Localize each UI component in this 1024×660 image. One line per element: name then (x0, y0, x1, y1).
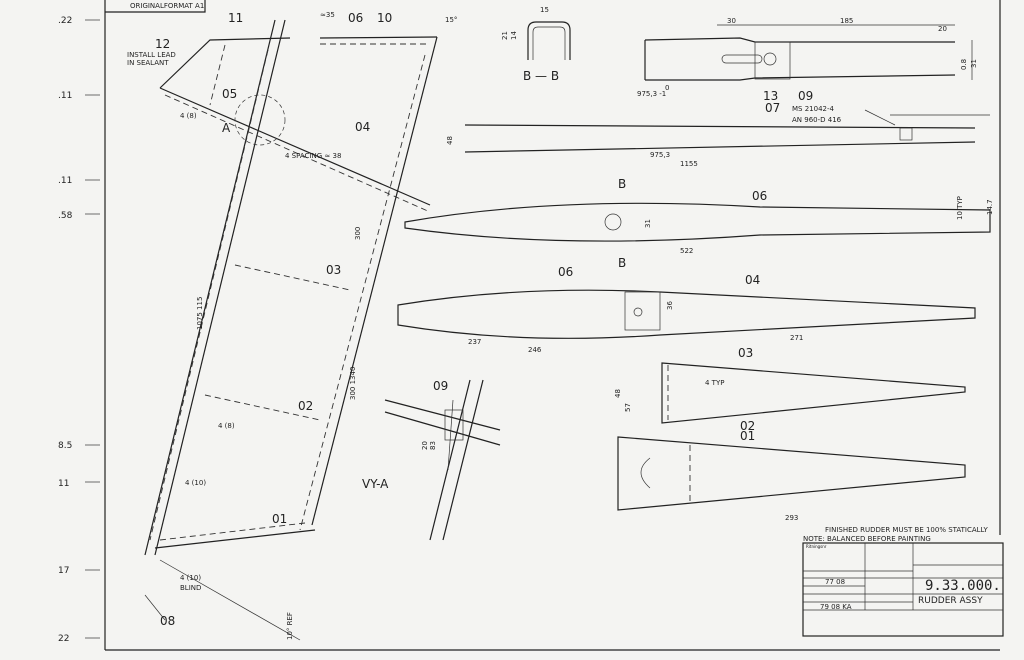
part-label-09: 09 (798, 89, 813, 103)
dimension: ≈35 (320, 11, 335, 19)
part-label-02: 02 (298, 399, 313, 413)
dimension: 21 (501, 31, 509, 40)
dimension: 57 (624, 403, 632, 412)
dimension: 20 (421, 441, 429, 450)
detail-label-a: A (222, 121, 231, 135)
blind-rivet-note: BLIND (180, 584, 201, 592)
drawing-frame (104, 0, 1001, 651)
rib-01 (617, 436, 966, 511)
view-label-vy-a: VY-A (362, 477, 389, 491)
dimension: 0.8 (960, 59, 968, 70)
rib-06-04-assembly (397, 289, 976, 339)
dimension: 15 (540, 6, 549, 14)
approval-date-signature: 79 08 KA (820, 603, 852, 611)
svg-text:Ritningsnr: Ritningsnr (806, 544, 827, 549)
hardware-note-washer: AN 960-D 416 (792, 116, 842, 124)
part-label-06: 06 (348, 11, 363, 25)
part-label-08: 08 (160, 614, 175, 628)
part-label-06: 06 (752, 189, 767, 203)
rudder-main-view (144, 19, 438, 641)
part-label-13: 13 (763, 89, 778, 103)
part-label-04: 04 (745, 273, 760, 287)
note-in-sealant: IN SEALANT (127, 59, 169, 67)
note-install-lead: INSTALL LEAD (127, 51, 176, 59)
dimension: 36 (666, 301, 674, 310)
part-label-01: 01 (272, 512, 287, 526)
note-static-balance-line1: FINISHED RUDDER MUST BE 100% STATICALLY (825, 526, 989, 534)
dimension: 522 (680, 247, 693, 255)
spar-side-view (464, 109, 990, 153)
rib-03-02 (661, 362, 966, 424)
part-label-10: 10 (377, 11, 392, 25)
rivet-note: 4 (8) (218, 422, 235, 430)
dimension: 48 (614, 389, 622, 398)
part-label-09: 09 (433, 379, 448, 393)
angle-dimension: 15° (445, 16, 457, 24)
dimension: 185 (840, 17, 853, 25)
dimension: 300 1340 (349, 367, 357, 400)
drawing-title: RUDDER ASSY (918, 596, 983, 606)
drawing-number: 9.33.000. (925, 578, 1001, 594)
rivet-spacing-note: 4 SPACING ≈ 38 (285, 152, 341, 160)
section-marker-b: B (618, 256, 626, 270)
reference-note: 10° REF (286, 612, 294, 640)
dimension: 300 (354, 227, 362, 240)
part-label-03: 03 (738, 346, 753, 360)
detail-vy-a (384, 379, 501, 541)
format-label: ORIGINALFORMAT A1 (130, 2, 204, 10)
part-label-02: 02 (740, 419, 755, 433)
margin-mark: 11 (58, 479, 69, 489)
part-label-07: 07 (765, 101, 780, 115)
dimension: 246 (528, 346, 542, 354)
part-label-03: 03 (326, 263, 341, 277)
dimension: 271 (790, 334, 803, 342)
rivet-note: 4 TYP (705, 379, 724, 387)
main-view-labels: 11 12 06 10 05 04 03 02 01 08 A INSTALL … (127, 11, 457, 640)
dimension: 14.7 (986, 199, 994, 215)
dimension: 20 (938, 25, 947, 33)
dimension: 975,3 -1 (637, 90, 666, 98)
dimension: 1075 115 (196, 297, 204, 330)
dimension: 293 (785, 514, 798, 522)
margin-mark: .11 (58, 176, 72, 186)
dimension: 31 (970, 59, 978, 68)
spar-top-view (644, 24, 973, 81)
title-block: Ritningsnr (802, 542, 1004, 637)
dimension: 237 (468, 338, 481, 346)
dimension: 48 (446, 136, 454, 145)
dimension: 1155 (680, 160, 698, 168)
part-label-06: 06 (558, 265, 573, 279)
dimension: 83 (429, 441, 437, 450)
dimension: 14 (510, 31, 518, 40)
dimension: 30 (727, 17, 736, 25)
part-label-11: 11 (228, 11, 243, 25)
drawing-date: 77 08 (825, 578, 845, 586)
margin-mark: 17 (58, 566, 69, 576)
section-marker-b: B (618, 177, 626, 191)
margin-marks: .22 .11 .11 .58 8.5 11 17 22 (58, 16, 100, 644)
section-b-b (527, 21, 571, 60)
dimension: 31 (644, 219, 652, 228)
part-label-04: 04 (355, 120, 370, 134)
dimension: 975,3 (650, 151, 670, 159)
rib-06-section (404, 202, 991, 242)
rivet-note: 4 (10) (185, 479, 206, 487)
margin-mark: .22 (58, 16, 72, 26)
rivet-note: 4 (8) (180, 112, 197, 120)
part-label-12: 12 (155, 37, 170, 51)
hardware-note-nut: MS 21042-4 (792, 105, 835, 113)
dimension: 10 TYP (956, 196, 964, 220)
margin-mark: .58 (58, 211, 73, 221)
margin-mark: 8.5 (58, 441, 72, 451)
margin-mark: .11 (58, 91, 72, 101)
part-label-01: 01 (740, 429, 755, 443)
part-label-05: 05 (222, 87, 237, 101)
rivet-note: 4 (10) (180, 574, 201, 582)
section-title-b-b: B — B (523, 69, 559, 83)
margin-mark: 22 (58, 634, 69, 644)
note-static-balance-line2: NOTE: BALANCED BEFORE PAINTING (803, 535, 931, 543)
dimension: 0 (665, 84, 669, 92)
